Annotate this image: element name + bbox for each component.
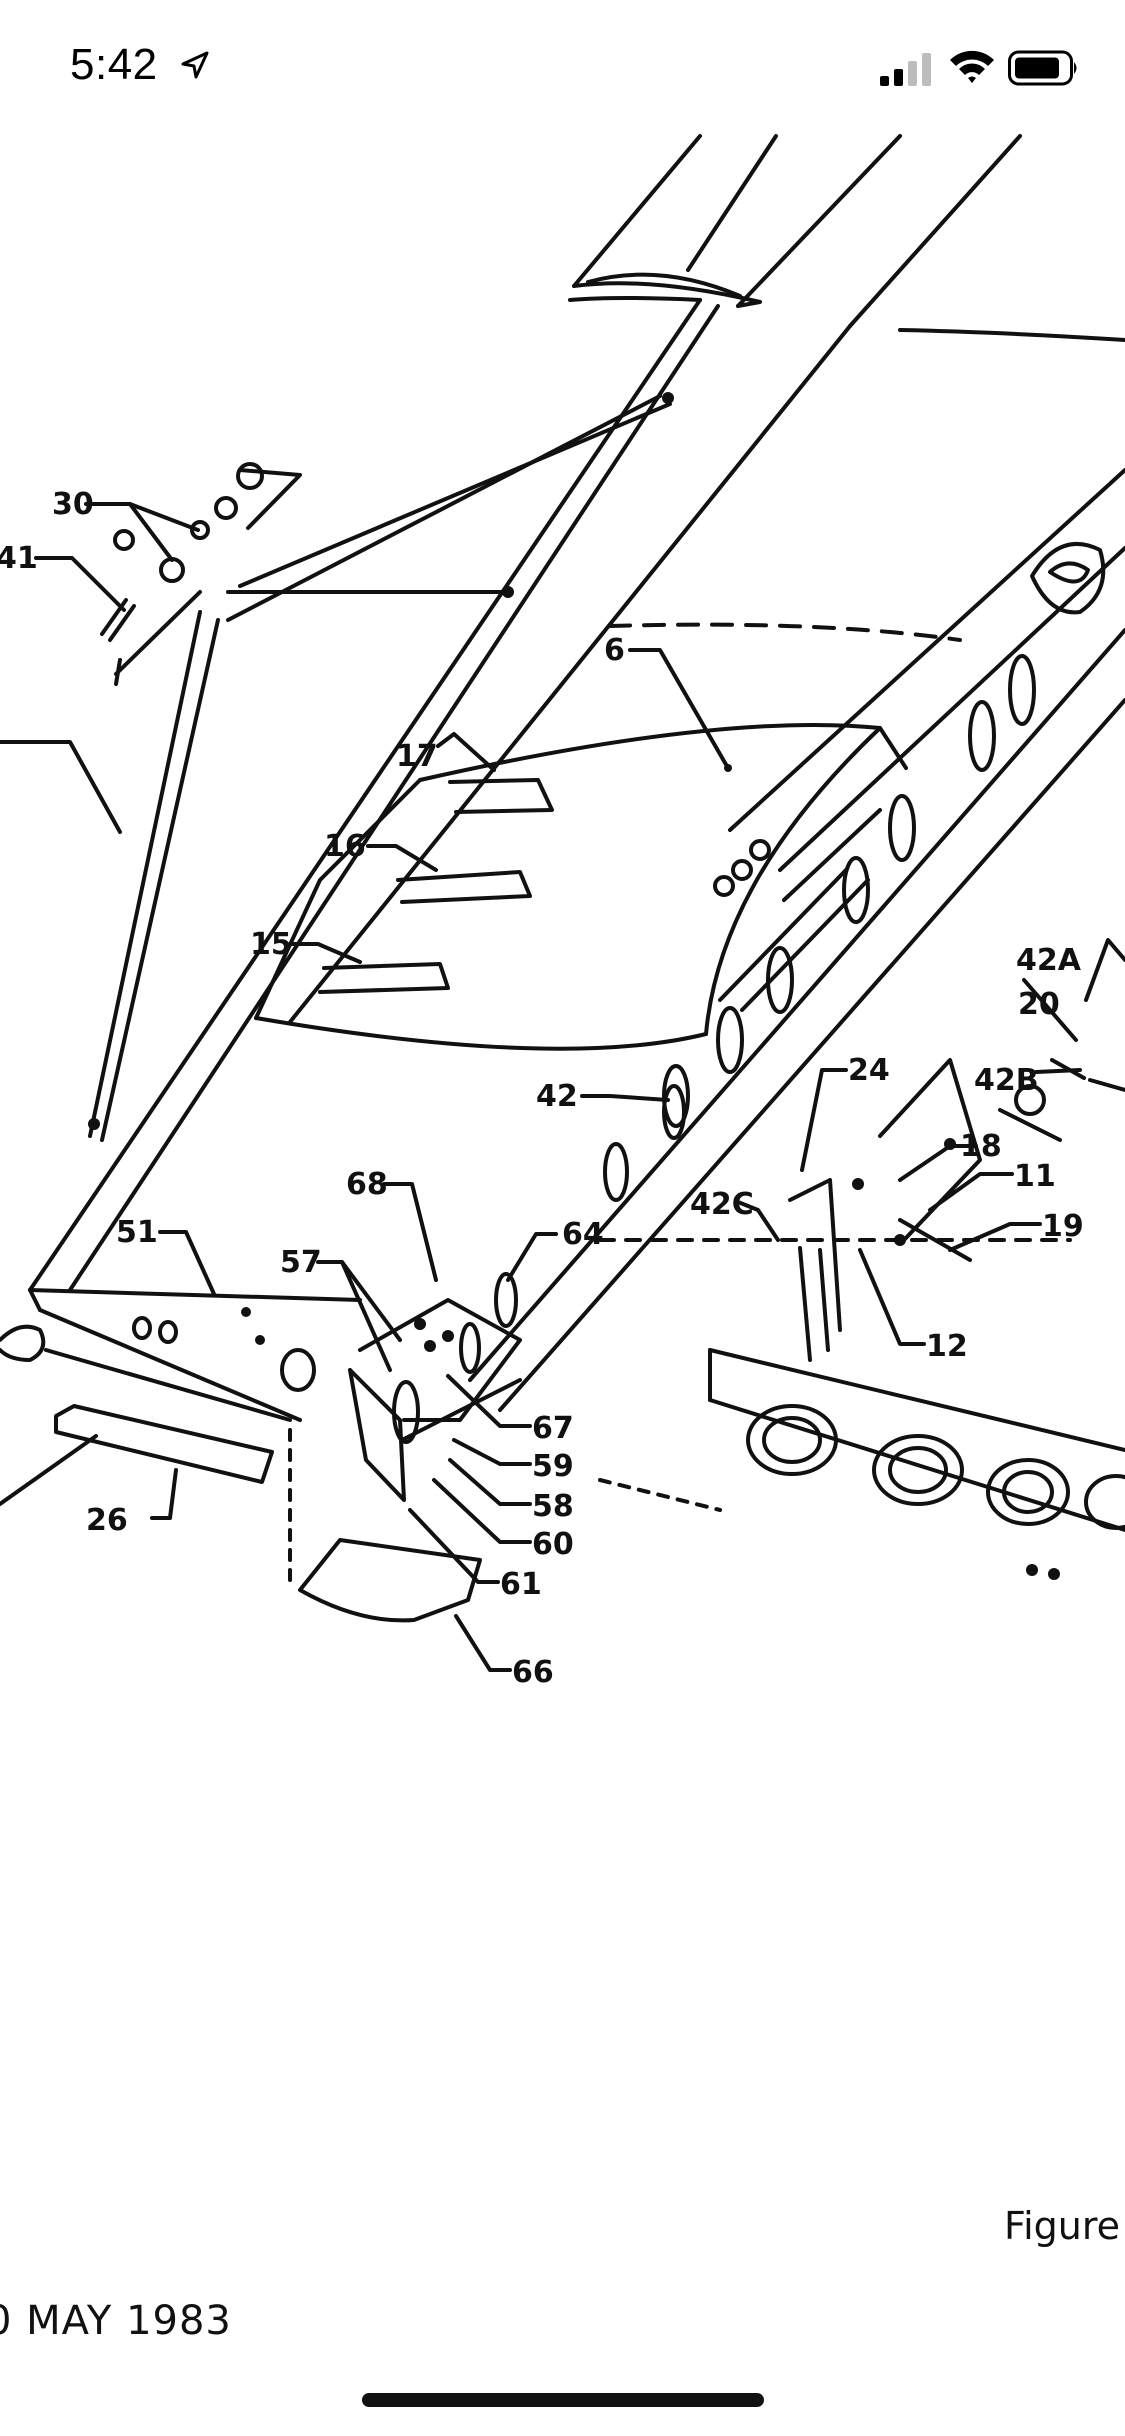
callout-12: 12 <box>926 1329 968 1364</box>
callout-66: 66 <box>512 1655 554 1690</box>
figure-label: Figure <box>1004 2204 1121 2248</box>
callout-42A: 42A <box>1016 943 1082 978</box>
callout-42: 42 <box>536 1079 578 1114</box>
callout-20: 20 <box>1018 987 1060 1022</box>
callout-26: 26 <box>86 1503 128 1538</box>
date-label: 0 MAY 1983 <box>0 2298 232 2344</box>
callout-42C: 42C <box>690 1187 754 1222</box>
callout-16: 16 <box>324 829 366 864</box>
callout-59: 59 <box>532 1449 574 1484</box>
callout-64: 64 <box>562 1217 604 1252</box>
wifi-icon <box>950 50 994 83</box>
status-bar: 5:42 <box>0 0 1125 132</box>
callout-60: 60 <box>532 1527 574 1562</box>
callout-41: 41 <box>0 541 38 576</box>
callout-15: 15 <box>250 927 292 962</box>
callout-67: 67 <box>532 1411 574 1446</box>
home-indicator[interactable] <box>362 2393 764 2407</box>
callout-17: 17 <box>396 739 438 774</box>
callout-18: 18 <box>960 1129 1002 1164</box>
callout-51: 51 <box>116 1215 158 1250</box>
location-arrow-icon <box>181 51 209 79</box>
callout-42B: 42B <box>974 1063 1039 1098</box>
callout-19: 19 <box>1042 1209 1084 1244</box>
callout-30: 30 <box>52 487 94 522</box>
status-time: 5:42 <box>70 40 158 89</box>
callout-61: 61 <box>500 1567 542 1602</box>
callout-68: 68 <box>346 1167 388 1202</box>
callout-58: 58 <box>532 1489 574 1524</box>
callout-57: 57 <box>280 1245 322 1280</box>
callout-24: 24 <box>848 1053 890 1088</box>
cellular-signal-icon <box>880 53 931 86</box>
callout-11: 11 <box>1014 1159 1056 1194</box>
battery-icon <box>1008 50 1077 86</box>
callout-6: 6 <box>604 633 625 668</box>
